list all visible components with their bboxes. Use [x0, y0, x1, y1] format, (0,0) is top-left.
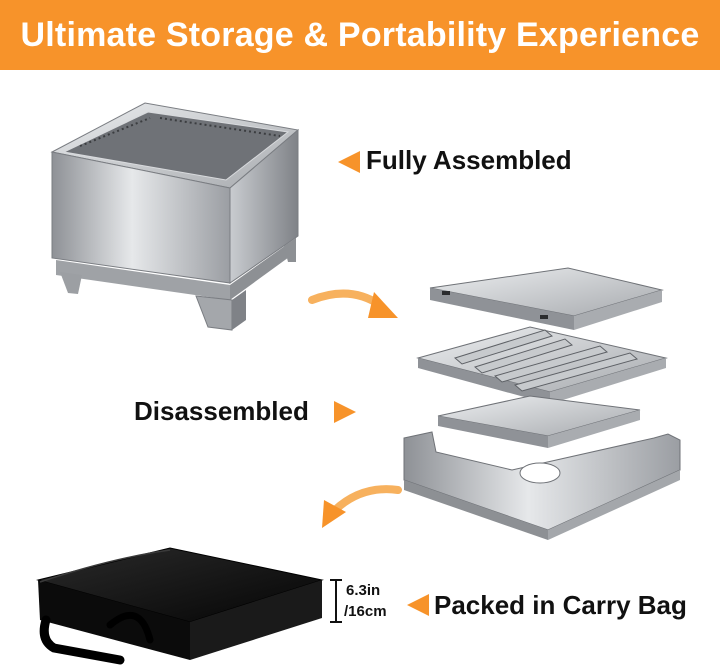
curved-arrow-icon — [322, 485, 402, 528]
page-title: Ultimate Storage & Portability Experienc… — [20, 16, 700, 54]
header-banner — [0, 0, 720, 70]
label-packed: Packed in Carry Bag — [434, 590, 687, 620]
fully-assembled-pointer-icon — [338, 151, 360, 173]
height-in: 6.3in — [346, 582, 381, 599]
label-disassembled: Disassembled — [134, 396, 309, 426]
curved-arrow-icon — [308, 289, 398, 318]
height-dimension-marker — [330, 579, 342, 623]
carry-bag — [36, 547, 324, 665]
disassembled-parts — [403, 267, 681, 540]
assembled-fire-pit — [50, 102, 300, 331]
label-fully-assembled: Fully Assembled — [366, 145, 572, 175]
height-cm: /16cm — [344, 603, 387, 620]
packed-pointer-icon — [407, 594, 429, 616]
disassembled-pointer-icon — [334, 401, 356, 423]
